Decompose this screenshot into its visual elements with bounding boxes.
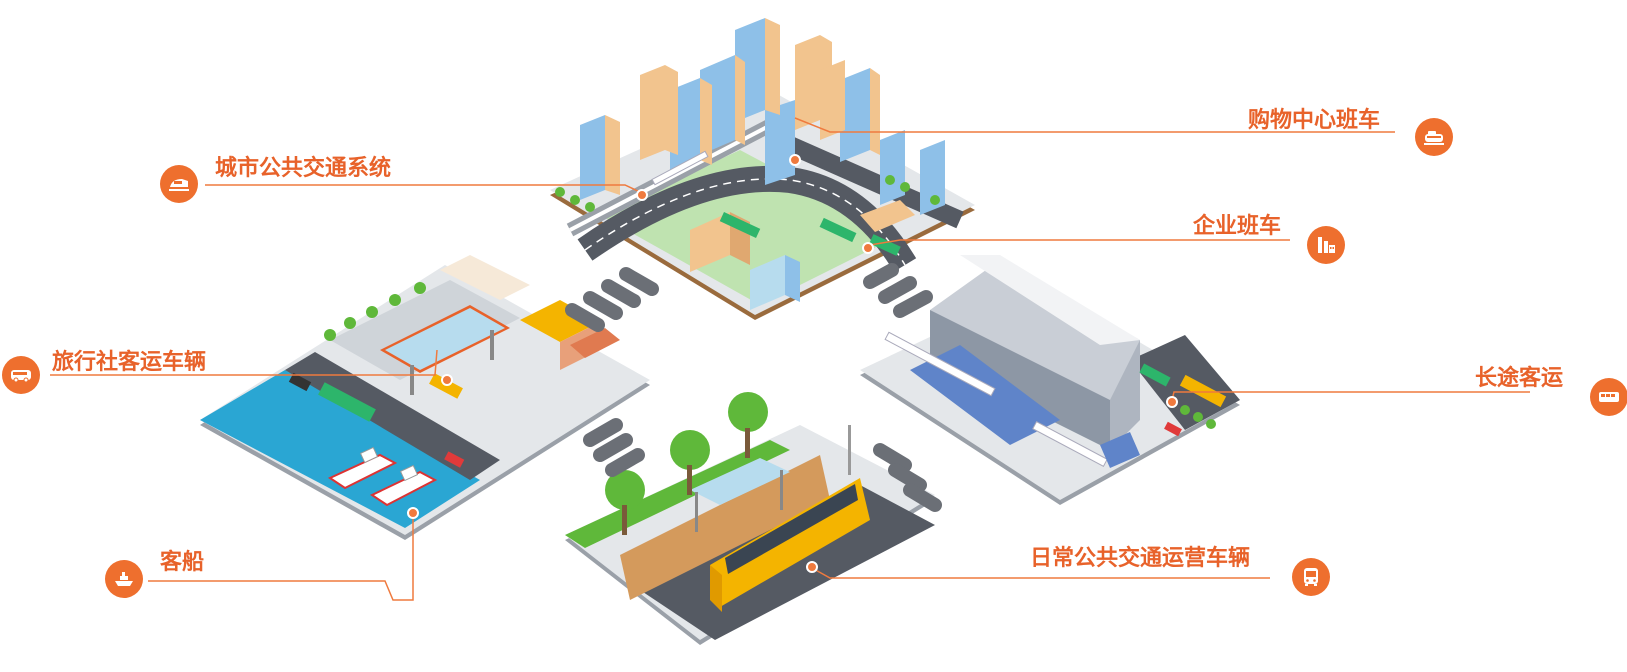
- ship-icon: [105, 560, 143, 598]
- rail-station-block: [860, 255, 1240, 505]
- factory-icon: [1307, 226, 1345, 264]
- label-shopping-shuttle: 购物中心班车: [1248, 108, 1381, 133]
- bus-front-icon: [1292, 558, 1330, 596]
- connector-stripes: [565, 263, 942, 512]
- label-travel-agency: 旅行社客运车辆: [52, 350, 207, 375]
- label-enterprise-shuttle: 企业班车: [1193, 214, 1282, 239]
- train-icon: [160, 165, 198, 203]
- port-block: [200, 255, 650, 540]
- label-passenger-ship: 客船: [160, 550, 205, 575]
- coach-bus-icon: [2, 356, 40, 394]
- bus-side-icon: [1590, 378, 1627, 416]
- label-city-transit: 城市公共交通系统: [215, 156, 392, 181]
- label-long-distance: 长途客运: [1475, 366, 1564, 391]
- bus-stop-block: [565, 392, 935, 645]
- label-daily-public-transit: 日常公共交通运营车辆: [1030, 546, 1251, 571]
- city-block: [550, 18, 975, 320]
- leader-dots: [407, 154, 1178, 573]
- shuttle-bus-icon: [1415, 118, 1453, 156]
